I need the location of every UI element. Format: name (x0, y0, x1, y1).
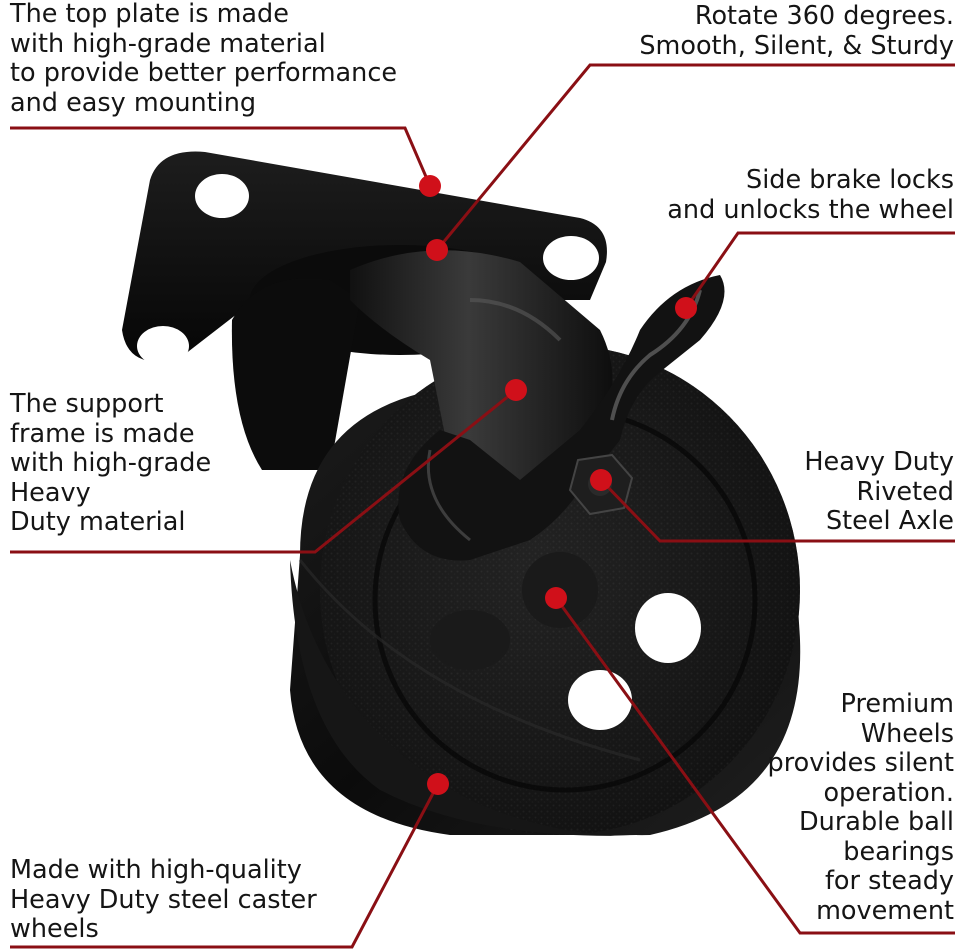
marker-dots (419, 175, 697, 795)
leader-line-support-frame (10, 388, 517, 554)
callout-support-frame: The support frame is made with high-grad… (10, 389, 212, 537)
callout-top-plate: The top plate is made with high-grade ma… (10, 0, 398, 118)
spoke-hole (568, 670, 632, 730)
plate-hole (137, 326, 189, 366)
fork-back (231, 278, 360, 470)
leader-line-steel-wheels (10, 783, 440, 949)
callout-side-brake: Side brake locks and unlocks the wheel (667, 165, 954, 225)
leader-line-side-brake (684, 231, 955, 309)
callout-premium-wheels: Premium Wheels provides silent operation… (767, 689, 954, 926)
marker-dot-top-plate (419, 175, 441, 197)
leader-lines (10, 63, 955, 949)
leader-line-top-plate (10, 126, 432, 187)
marker-dot-rotate (426, 239, 448, 261)
callout-axle: Heavy Duty Riveted Steel Axle (804, 447, 954, 536)
marker-dot-steel-wheels (427, 773, 449, 795)
leader-line-axle (599, 478, 955, 543)
plate-hole (195, 174, 249, 218)
support-frame (350, 250, 613, 500)
marker-dot-axle (590, 469, 612, 491)
leader-line-rotate (435, 63, 955, 251)
marker-dot-premium-wheels (545, 587, 567, 609)
spoke-hole (430, 610, 510, 670)
callout-rotate: Rotate 360 degrees. Smooth, Silent, & St… (639, 1, 954, 61)
marker-dot-side-brake (675, 297, 697, 319)
callout-steel-wheels: Made with high-quality Heavy Duty steel … (10, 855, 317, 944)
leader-line-premium-wheels (554, 597, 955, 935)
plate-hole (543, 236, 599, 280)
spoke-hole (635, 593, 701, 663)
marker-dot-support-frame (505, 379, 527, 401)
